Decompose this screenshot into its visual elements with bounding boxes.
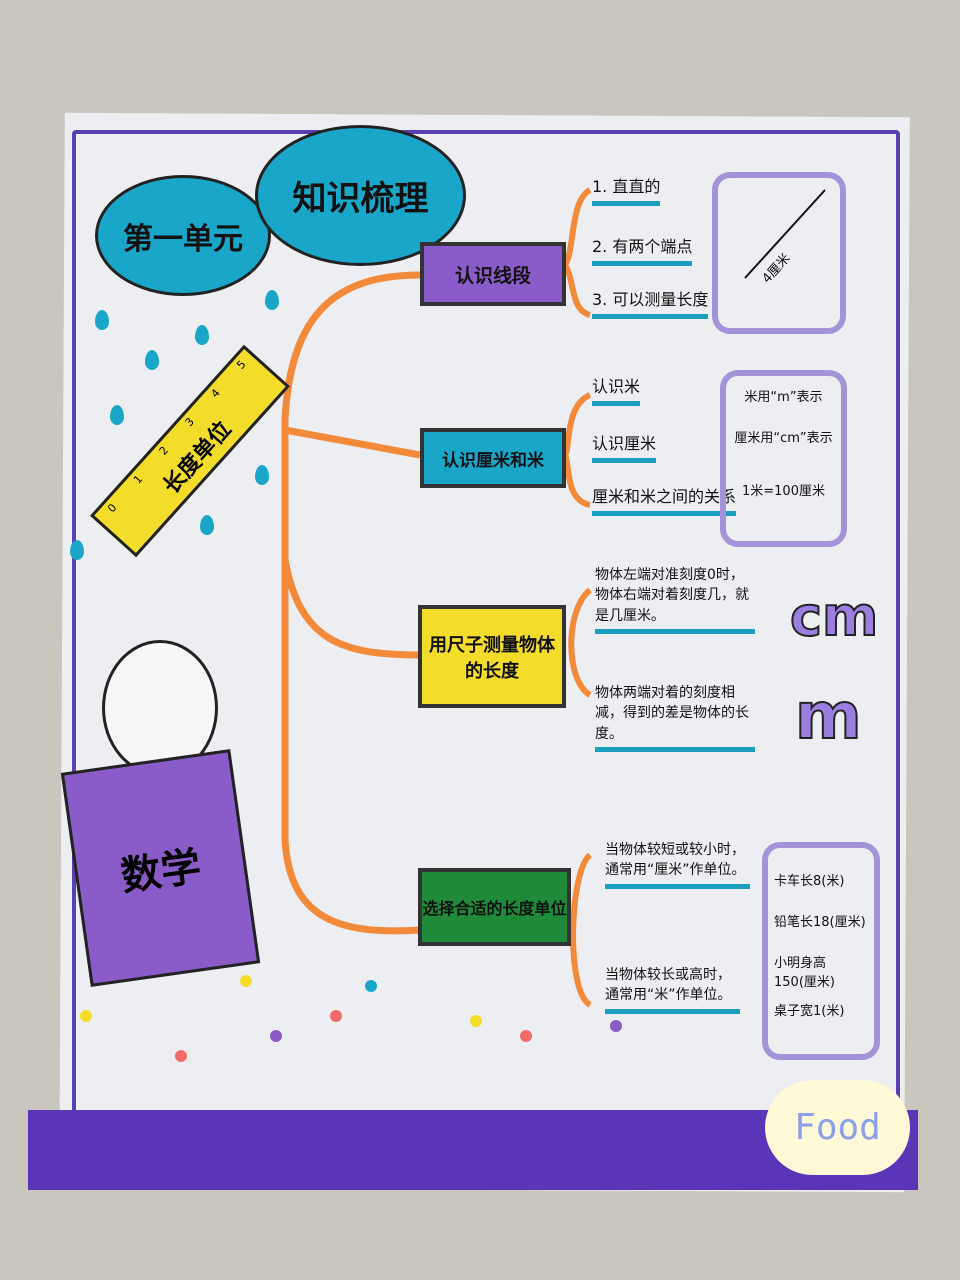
ruler-tick: 0 (105, 501, 120, 516)
branch-item: 1. 直直的 (592, 175, 661, 207)
line-segment (744, 189, 826, 279)
example-line: 铅笔长18(厘米) (774, 915, 866, 930)
ruler-tick: 2 (156, 443, 172, 458)
raindrop (110, 405, 124, 425)
math-book: 数学 (60, 749, 261, 987)
ruler-tick: 5 (234, 357, 249, 372)
node-label: 认识厘米和米 (442, 450, 544, 471)
confetti-dot (610, 1020, 622, 1032)
m-lettering: m (794, 679, 863, 755)
raindrop (145, 350, 159, 370)
example-line: 卡车长8(米) (774, 874, 845, 889)
branch-item: 当物体较短或较小时，通常用“厘米”作单位。 (605, 840, 750, 889)
note-box: 米用“m”表示 厘米用“cm”表示 1米=100厘米 (720, 370, 847, 547)
raindrop (200, 515, 214, 535)
unit-title: 第一单元 (123, 221, 243, 257)
raindrop (95, 310, 109, 330)
branch-item: 物体两端对着的刻度相减，得到的差是物体的长度。 (595, 683, 755, 752)
example-line: 小明身高150(厘米) (774, 956, 835, 990)
node-choose-unit: 选择合适的长度单位 (418, 868, 571, 946)
examples-box: 卡车长8(米) 铅笔长18(厘米) 小明身高150(厘米) 桌子宽1(米) (762, 842, 880, 1060)
sticker-label: Food (794, 1107, 881, 1148)
node-measure-with-ruler: 用尺子测量物体的长度 (418, 605, 566, 708)
example-line: 桌子宽1(米) (774, 1004, 845, 1019)
confetti-dot (240, 975, 252, 987)
confetti-dot (175, 1050, 187, 1062)
cat-drawing (102, 640, 218, 776)
confetti-dot (470, 1015, 482, 1027)
node-label: 选择合适的长度单位 (422, 899, 567, 918)
ruler-tick: 4 (208, 386, 223, 401)
node-line-segment: 认识线段 (420, 242, 566, 306)
branch-item: 3. 可以测量长度 (592, 288, 709, 320)
confetti-dot (520, 1030, 532, 1042)
note-line: 1米=100厘米 (742, 484, 825, 499)
note-line: 米用“m”表示 (744, 390, 823, 405)
note-line: 厘米用“cm”表示 (734, 431, 833, 446)
raindrop (70, 540, 84, 560)
branch-item: 认识米 (592, 375, 641, 407)
note-box: 4厘米 (712, 172, 846, 334)
topic-cloud: 知识梳理 (255, 125, 466, 266)
branch-item: 2. 有两个端点 (592, 235, 693, 267)
raindrop (265, 290, 279, 310)
unit-cloud: 第一单元 (95, 175, 271, 296)
food-sticker: Food (765, 1080, 910, 1175)
node-cm-and-m: 认识厘米和米 (420, 428, 566, 488)
node-label: 认识线段 (454, 264, 531, 287)
ruler-tick: 3 (182, 415, 197, 430)
segment-length-label: 4厘米 (759, 251, 794, 287)
ruler-tick: 1 (130, 472, 146, 487)
node-label: 用尺子测量物体的长度 (429, 634, 555, 682)
confetti-dot (80, 1010, 92, 1022)
branch-item: 当物体较长或高时，通常用“米”作单位。 (605, 965, 740, 1014)
confetti-dot (365, 980, 377, 992)
confetti-dot (330, 1010, 342, 1022)
confetti-dot (270, 1030, 282, 1042)
topic-title: 知识梳理 (292, 179, 429, 219)
cm-lettering: cm (789, 584, 879, 649)
raindrop (255, 465, 269, 485)
book-label: 数学 (118, 843, 204, 901)
branch-item: 厘米和米之间的关系 (592, 485, 737, 517)
branch-item: 认识厘米 (592, 432, 657, 464)
branch-item: 物体左端对准刻度0时，物体右端对着刻度几，就是几厘米。 (595, 565, 755, 634)
raindrop (195, 325, 209, 345)
